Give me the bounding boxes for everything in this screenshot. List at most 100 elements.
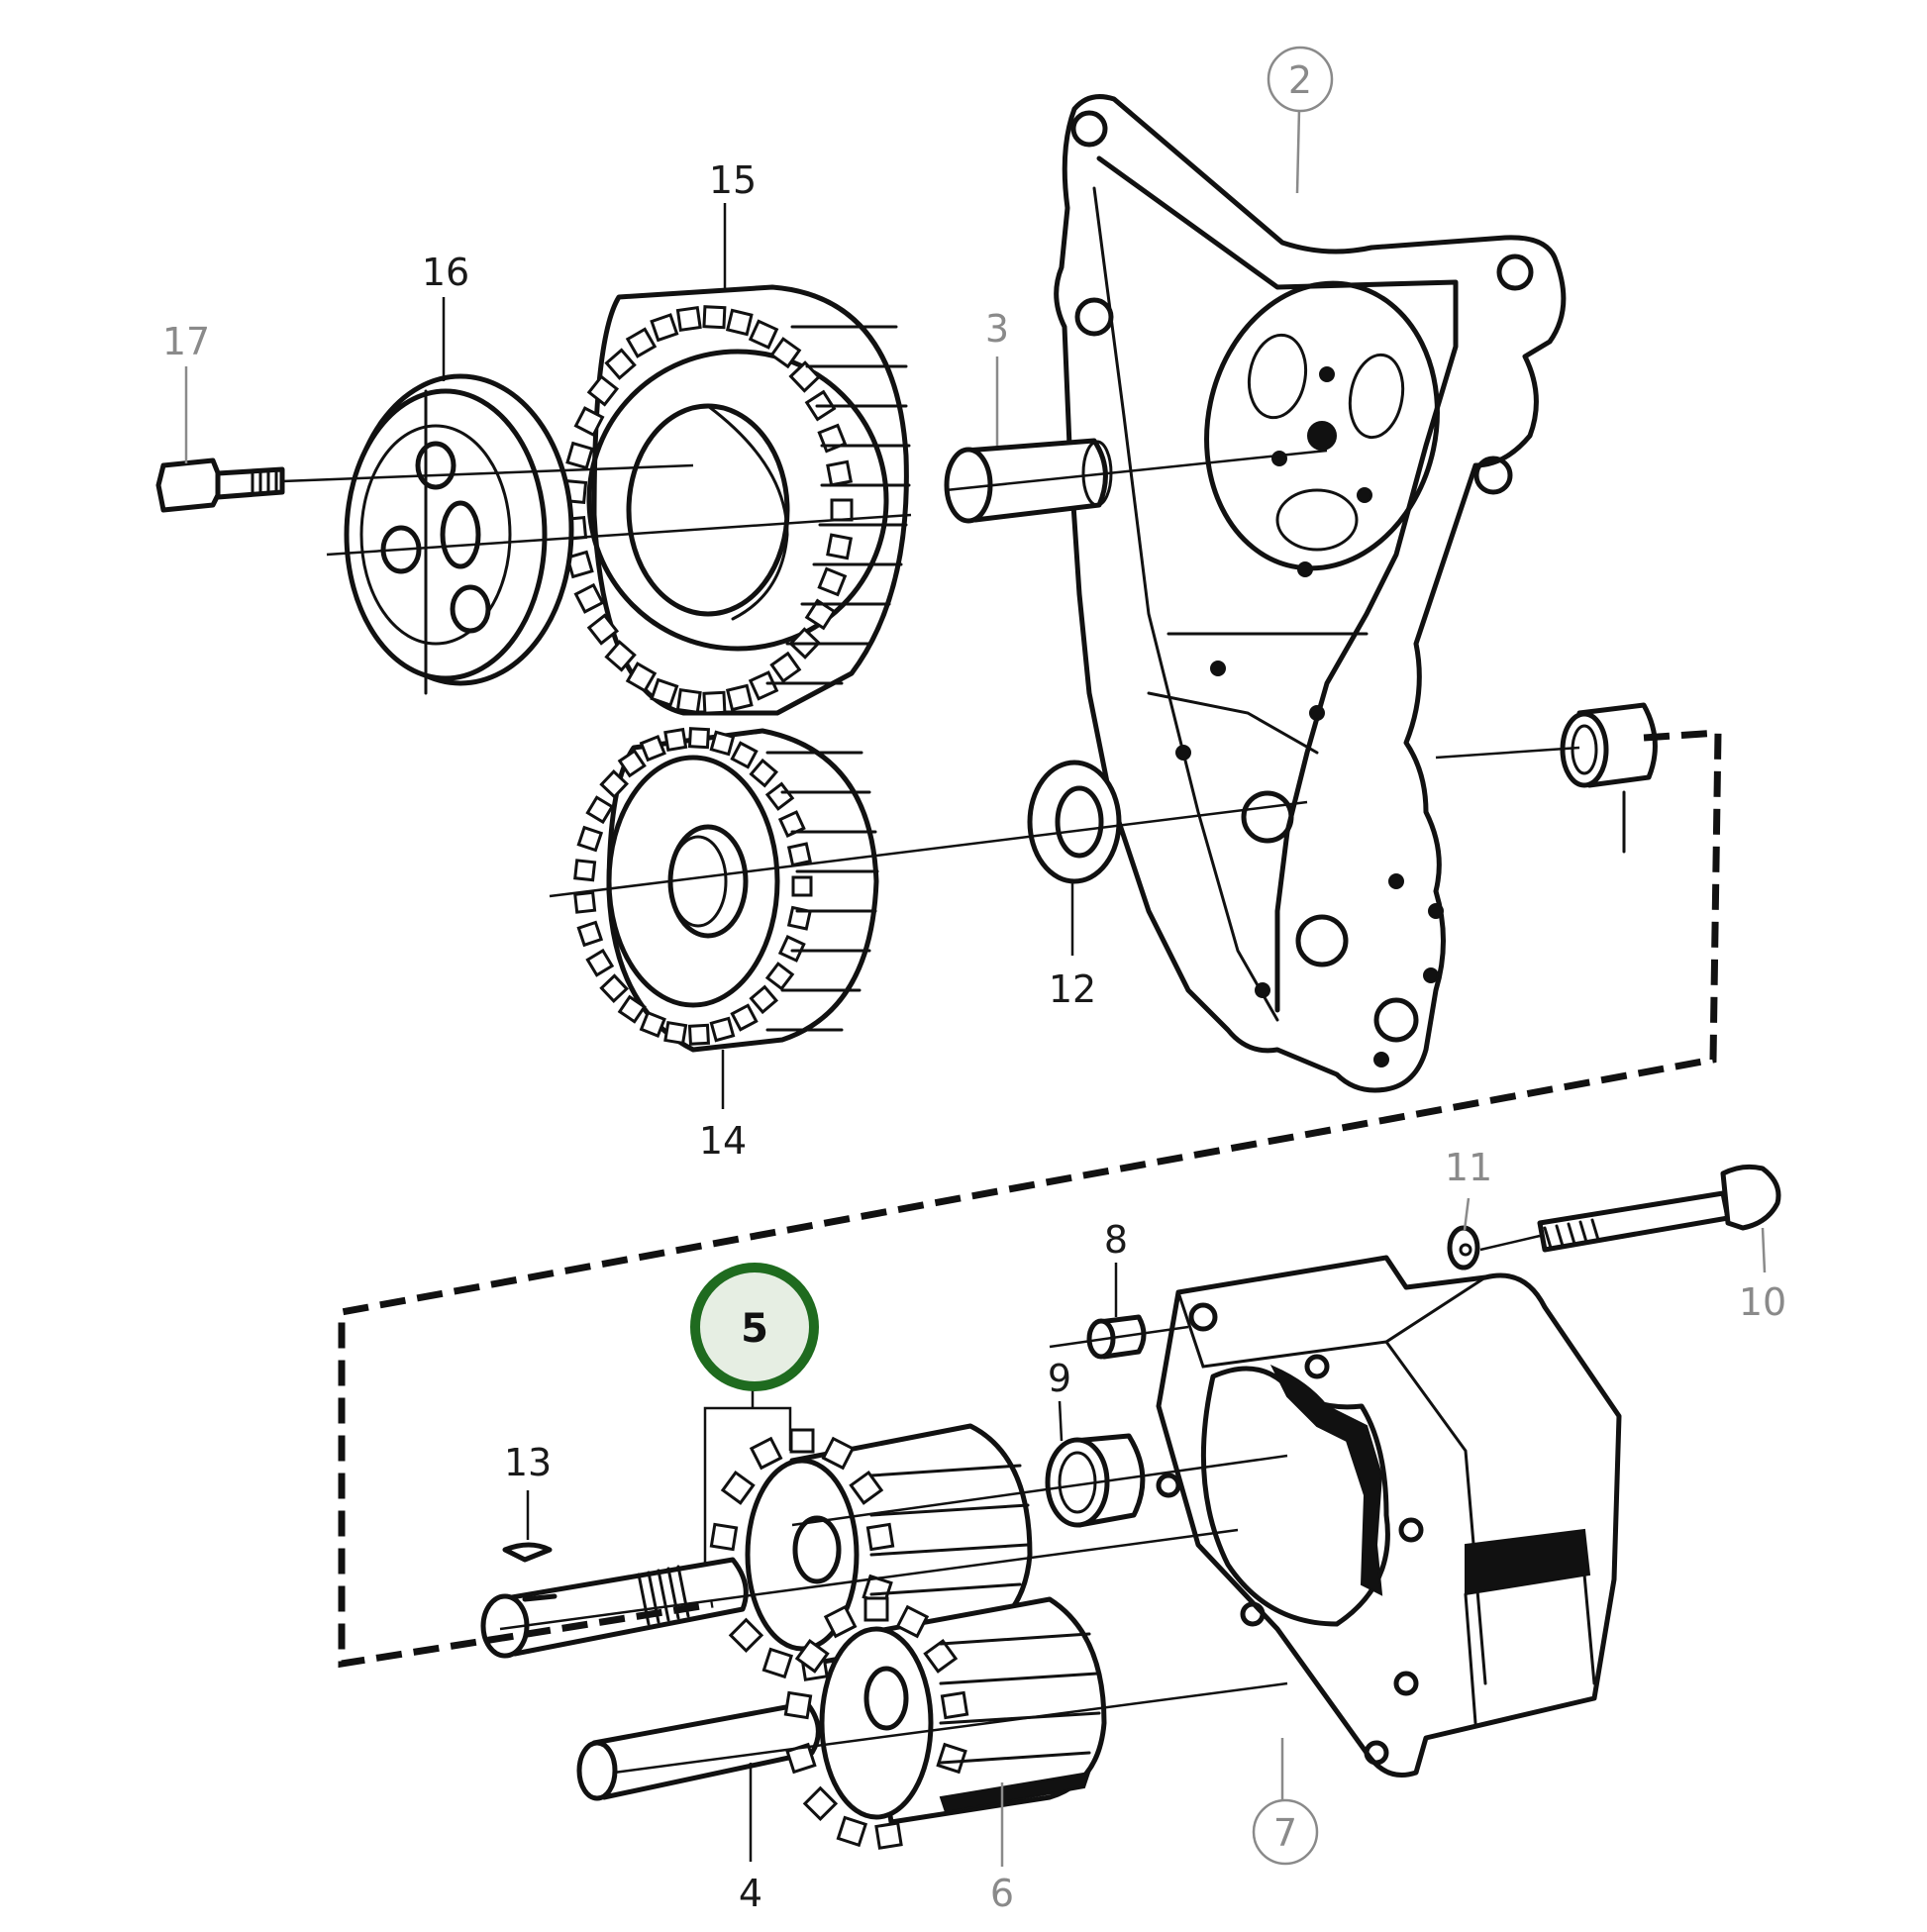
gear-tooth: [709, 1522, 739, 1552]
part-9-bushing: [1045, 1433, 1146, 1528]
gear-tooth: [573, 406, 605, 438]
part-5-shaft: [480, 1557, 749, 1659]
gear-tooth: [604, 640, 637, 672]
gear-tooth: [709, 1016, 736, 1043]
gear-tooth: [804, 598, 837, 631]
gear-14-tooth-faces: [765, 751, 879, 1032]
gear-tooth: [730, 741, 759, 769]
gear-tooth: [573, 582, 605, 614]
gear-tooth: [585, 795, 615, 825]
gear-tooth: [940, 1690, 969, 1720]
gear-tooth: [788, 360, 821, 393]
gear-tooth: [617, 994, 647, 1024]
callout-13: 13: [504, 1441, 552, 1484]
gear-tooth: [836, 1815, 868, 1848]
part-12-washer: [1027, 760, 1122, 884]
bushing-right: [1560, 702, 1658, 788]
part-11-washer: [1447, 1225, 1480, 1271]
callout-11: 11: [1445, 1146, 1492, 1189]
gear-tooth: [783, 1690, 813, 1720]
part-10-long-bolt: [1537, 1164, 1781, 1253]
part-15-large-gear: [562, 284, 911, 716]
gear-tooth: [725, 683, 754, 712]
gear-tooth: [617, 749, 647, 778]
gear-tooth: [650, 677, 679, 707]
callout-7: 7: [1252, 1798, 1319, 1866]
callout-15: 15: [709, 158, 757, 202]
gear-tooth: [565, 441, 594, 470]
gear-tooth: [687, 1023, 711, 1046]
gear-tooth: [863, 1596, 889, 1622]
callout-9: 9: [1048, 1357, 1071, 1400]
gear-tooth: [639, 1010, 666, 1038]
gear-tooth: [586, 374, 620, 407]
gear-tooth: [821, 1436, 856, 1471]
gear-tooth: [728, 1617, 764, 1653]
callout-12: 12: [1049, 967, 1096, 1011]
gear-tooth: [604, 348, 637, 380]
gear-tooth: [802, 1785, 839, 1821]
gear-tooth: [663, 727, 688, 753]
gear-tooth: [823, 1604, 858, 1639]
gear-tooth: [761, 1647, 794, 1679]
gear-tooth: [826, 459, 854, 487]
gear-tooth: [874, 1821, 903, 1850]
gear-tooth: [599, 973, 629, 1003]
callout-8: 8: [1104, 1218, 1128, 1262]
gear-tooth: [650, 313, 679, 343]
part-5-drive-gear: [709, 1423, 1033, 1681]
gear-tooth: [573, 890, 597, 914]
gear-tooth: [702, 690, 727, 715]
callout-3: 3: [985, 307, 1009, 351]
gear-tooth: [789, 1428, 815, 1454]
callout-5-highlighted: 5: [690, 1263, 819, 1391]
gear-tooth: [865, 1522, 895, 1552]
gear-tooth: [625, 661, 658, 693]
gear-tooth: [576, 825, 604, 853]
gear-tooth: [749, 758, 779, 788]
gear-tooth: [769, 651, 802, 683]
leader-lines: [184, 108, 1767, 1867]
callout-17: 17: [162, 320, 210, 363]
svg-text:5: 5: [741, 1306, 768, 1352]
gear-tooth: [777, 935, 806, 963]
part-7-pump-housing: [1156, 1255, 1622, 1778]
gear-tooth: [709, 730, 736, 757]
gear-tooth: [576, 920, 604, 948]
gear-15-tooth-faces: [765, 325, 911, 685]
callout-4: 4: [739, 1872, 762, 1915]
gear-tooth: [830, 498, 854, 522]
gear-tooth: [748, 670, 779, 701]
gear-tooth: [639, 735, 666, 763]
gear-6-teeth: [783, 1596, 969, 1850]
part-16-hub: [344, 373, 574, 695]
part-6-driven-gear: [783, 1596, 1107, 1850]
gear-tooth: [923, 1638, 959, 1674]
gear-tooth: [826, 533, 854, 560]
callout-10: 10: [1739, 1280, 1786, 1324]
gear-tooth: [725, 308, 754, 337]
gear-tooth: [817, 566, 848, 597]
callout-14: 14: [699, 1119, 747, 1163]
gear-tooth: [748, 319, 779, 350]
callout-16: 16: [422, 251, 469, 294]
part-14-small-gear: [573, 727, 879, 1053]
gear-tooth: [769, 337, 802, 369]
gear-tooth: [749, 984, 779, 1015]
gear-tooth: [895, 1604, 930, 1639]
gear-tooth: [573, 859, 597, 882]
part-2-bracket-plate: [1054, 94, 1567, 1093]
assembly-boundary-dashed: [338, 729, 1722, 1669]
gear-tooth: [599, 769, 629, 799]
gear-tooth: [702, 305, 727, 330]
gear-tooth: [749, 1436, 783, 1471]
gear-tooth: [786, 842, 812, 867]
gear-tooth: [786, 905, 812, 931]
part-17-bolt: [155, 458, 285, 513]
gear-tooth: [720, 1470, 756, 1505]
gear-tooth: [586, 613, 620, 646]
gear-tooth: [791, 875, 813, 897]
gear-tooth: [687, 727, 711, 750]
callouts: 2 3 4 5 6 7 8 9 10 11 12 13 14 15 16 17: [162, 46, 1786, 1915]
